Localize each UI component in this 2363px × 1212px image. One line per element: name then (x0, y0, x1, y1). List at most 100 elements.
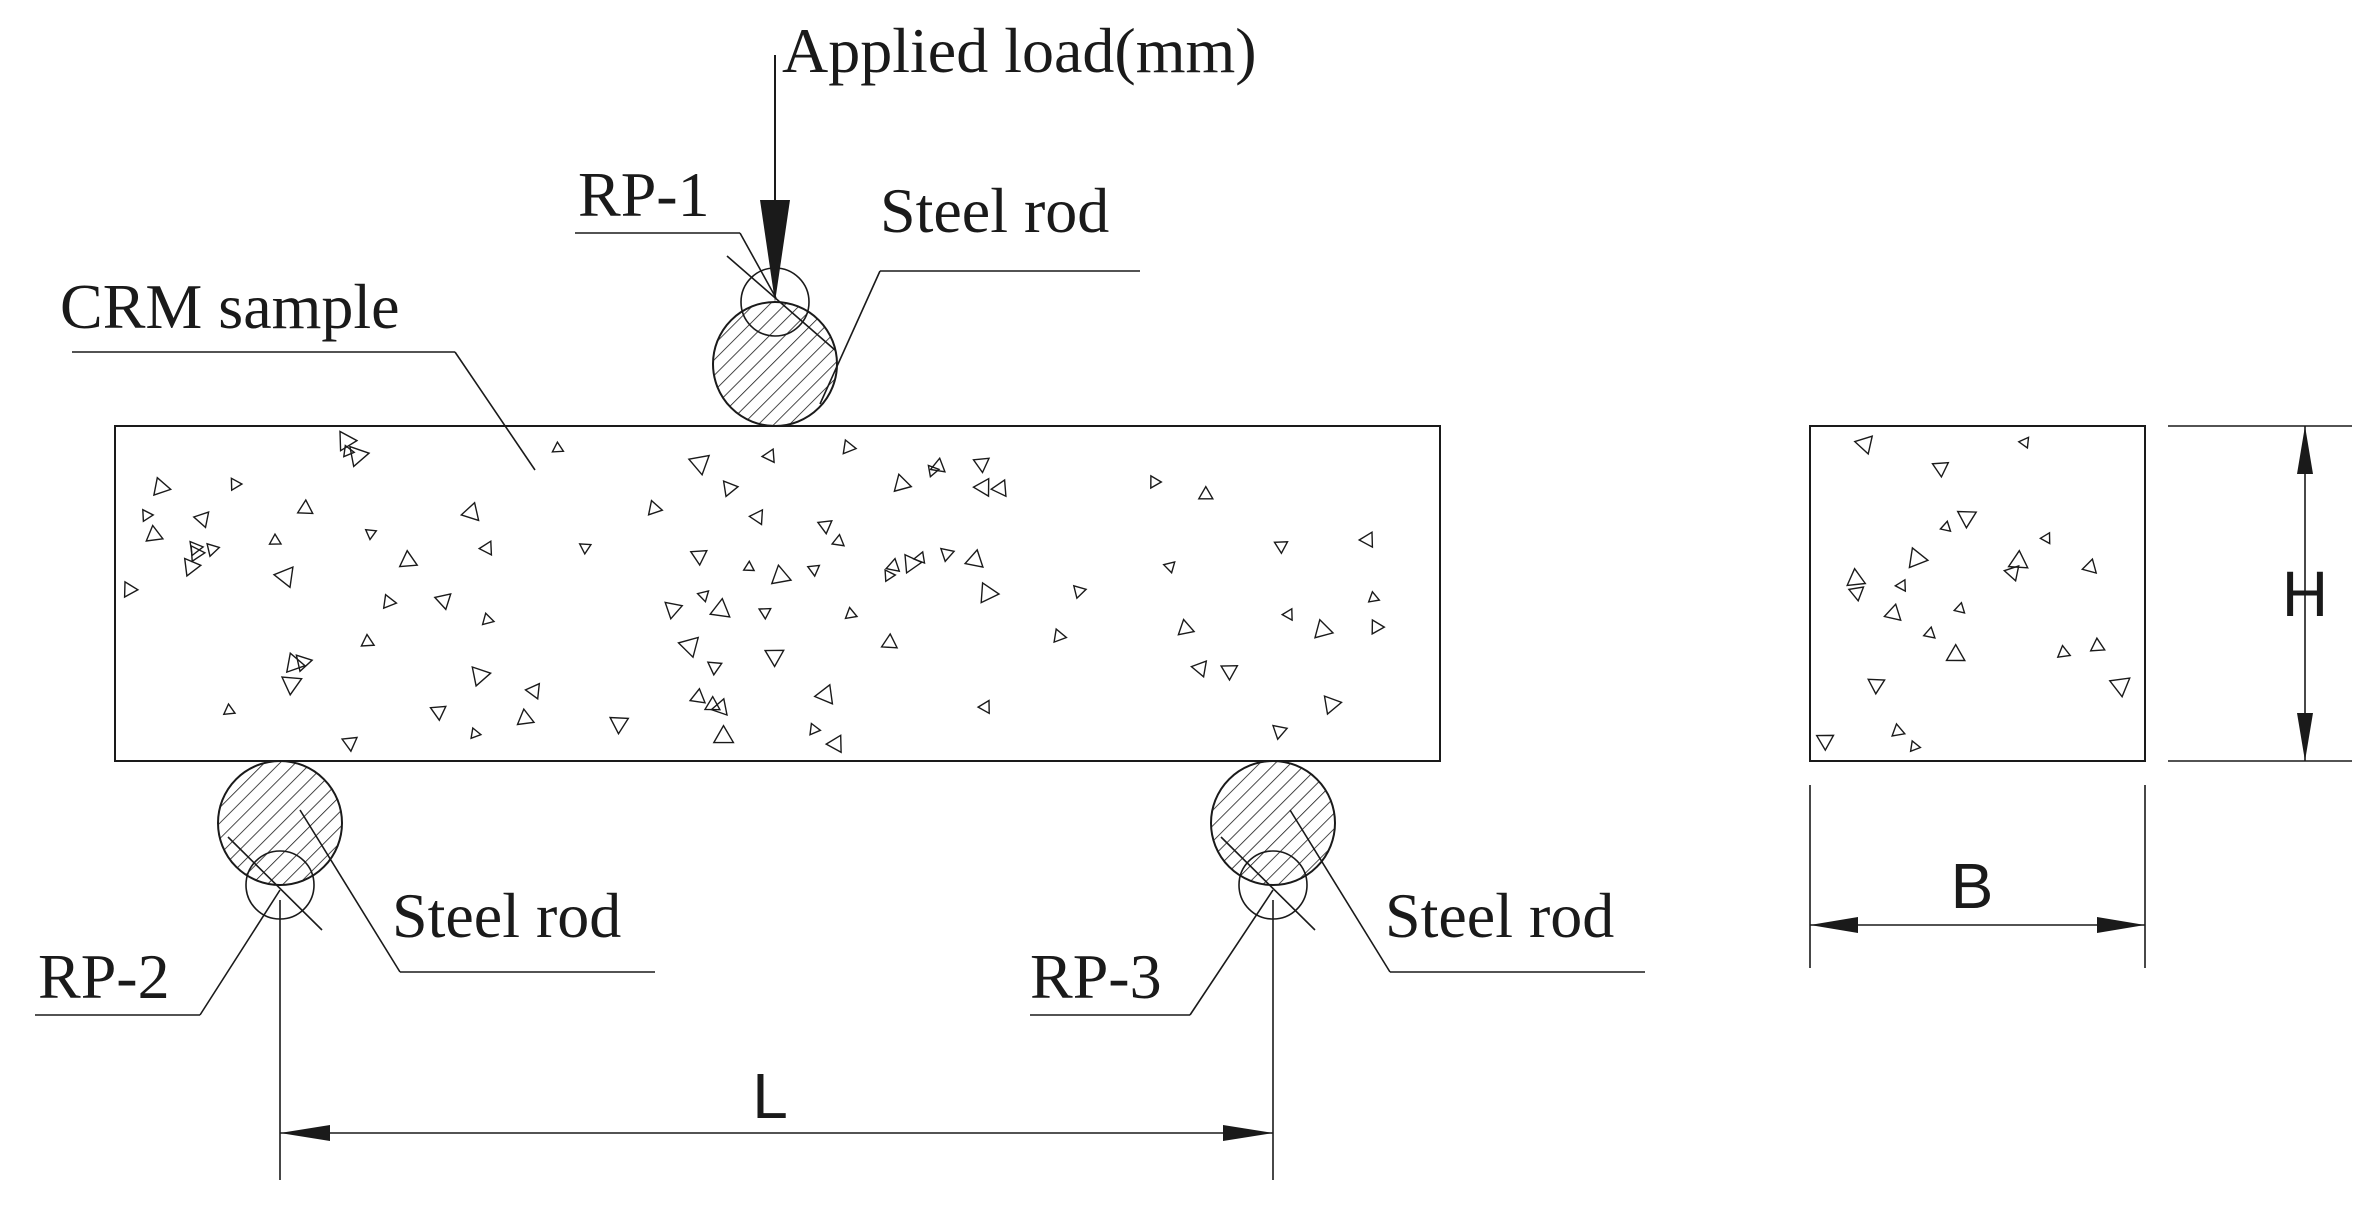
aggregate-particle (989, 478, 1007, 498)
aggregate-particle (230, 477, 244, 492)
aggregate-particle (190, 544, 207, 563)
height-label: H (2282, 558, 2328, 630)
aggregate-particle (844, 606, 859, 620)
aggregate-particle (703, 695, 722, 711)
aggregate-particle (1867, 678, 1886, 696)
aggregate-particle (1271, 724, 1289, 741)
aggregate-particle (268, 532, 283, 545)
width-arrow-left-icon (1810, 917, 1858, 933)
aggregate-particle (972, 477, 990, 498)
aggregate-particle (742, 559, 756, 572)
aggregate-particle (2017, 436, 2030, 450)
aggregate-particle (382, 593, 398, 610)
aggregate-particle (763, 649, 785, 668)
aggregate-particle (904, 553, 923, 575)
aggregate-particle (842, 438, 858, 455)
aggregate-particle (1891, 722, 1907, 737)
aggregate-particle (689, 549, 708, 567)
aggregate-particle (912, 550, 926, 565)
aggregate-particle (710, 697, 728, 717)
aggregate-particle (2007, 549, 2029, 569)
width-label: B (1951, 850, 1994, 922)
aggregate-particle (1219, 664, 1239, 682)
crm-beam (114, 425, 1441, 762)
aggregate-particle (976, 699, 990, 715)
cross-section (1809, 425, 2146, 762)
aggregate-particle (1939, 519, 1952, 533)
aggregate-particle (1190, 660, 1208, 679)
aggregate-particle (1162, 561, 1176, 575)
aggregate-particle (1323, 695, 1343, 716)
aggregate-particle (481, 611, 496, 626)
aggregate-particle (824, 734, 842, 754)
aggregate-particle (980, 581, 1001, 604)
aggregate-particle (2080, 557, 2098, 574)
aggregate-particle (708, 597, 731, 618)
aggregate-particle (760, 447, 775, 464)
aggregate-particle (757, 607, 772, 621)
rp2-label: RP-2 (38, 941, 170, 1012)
aggregate-particle (1177, 618, 1196, 636)
aggregate-particle (1952, 601, 1966, 614)
aggregate-particle (939, 547, 956, 563)
left-steel-rod (217, 760, 343, 886)
aggregate-particle (2089, 636, 2106, 652)
aggregate-particle (688, 687, 707, 704)
aggregate-particle (884, 568, 897, 583)
aggregate-particle (963, 548, 984, 569)
applied-load-label: Applied load(mm) (782, 15, 1257, 86)
beam-aggregates (123, 430, 1386, 754)
aggregate-particle (295, 654, 314, 673)
aggregate-particle (339, 430, 359, 452)
aggregate-particle (1314, 618, 1335, 639)
steel-rod-top-label: Steel rod (880, 175, 1109, 246)
aggregate-particle (1357, 530, 1374, 549)
steel-rod-left-label: Steel rod (392, 880, 621, 951)
crm-sample-label: CRM sample (60, 271, 400, 342)
aggregate-particle (2039, 531, 2051, 545)
aggregate-particle (2056, 644, 2072, 659)
aggregate-particle (677, 636, 700, 659)
aggregate-particle (830, 533, 846, 547)
aggregate-particle (664, 601, 684, 621)
aggregate-particle (712, 724, 735, 744)
rp1-label: RP-1 (578, 159, 710, 230)
aggregate-particle (1847, 586, 1865, 603)
aggregate-particle (816, 519, 833, 536)
aggregate-particle (1371, 618, 1386, 636)
aggregate-particle (145, 524, 165, 542)
aggregate-particle (1273, 541, 1289, 555)
aggregate-particle (1197, 485, 1215, 500)
height-arrow-bottom-icon (2297, 713, 2313, 761)
aggregate-particle (340, 736, 359, 753)
aggregate-particle (222, 702, 237, 716)
aggregate-particle (927, 464, 941, 479)
aggregate-particle (192, 511, 210, 529)
aggregate-particle (748, 508, 764, 526)
aggregate-particle (1280, 607, 1293, 622)
aggregate-particle (578, 543, 593, 556)
aggregate-particle (1908, 546, 1930, 569)
aggregate-particle (893, 472, 913, 493)
aggregate-particle (471, 665, 492, 688)
aggregate-particle (477, 539, 493, 557)
rp3-label: RP-3 (1030, 941, 1162, 1012)
aggregate-particle (206, 542, 221, 558)
aggregate-particle (296, 498, 314, 515)
aggregate-particle (1150, 474, 1163, 490)
aggregate-particle (280, 676, 303, 697)
aggregate-particle (1956, 510, 1978, 530)
aggregate-particle (272, 565, 294, 589)
right-steel-rod (1210, 760, 1336, 886)
aggregate-particle (813, 683, 834, 705)
aggregate-particle (1909, 739, 1922, 753)
aggregate-particle (433, 592, 452, 611)
aggregate-particle (429, 705, 447, 722)
aggregate-particle (884, 557, 901, 573)
aggregate-particle (342, 444, 356, 458)
aggregate-particle (770, 563, 793, 585)
aggregate-particle (1846, 567, 1867, 587)
aggregate-particle (1945, 643, 1967, 662)
aggregate-particle (880, 632, 899, 649)
aggregate-particle (360, 633, 376, 647)
